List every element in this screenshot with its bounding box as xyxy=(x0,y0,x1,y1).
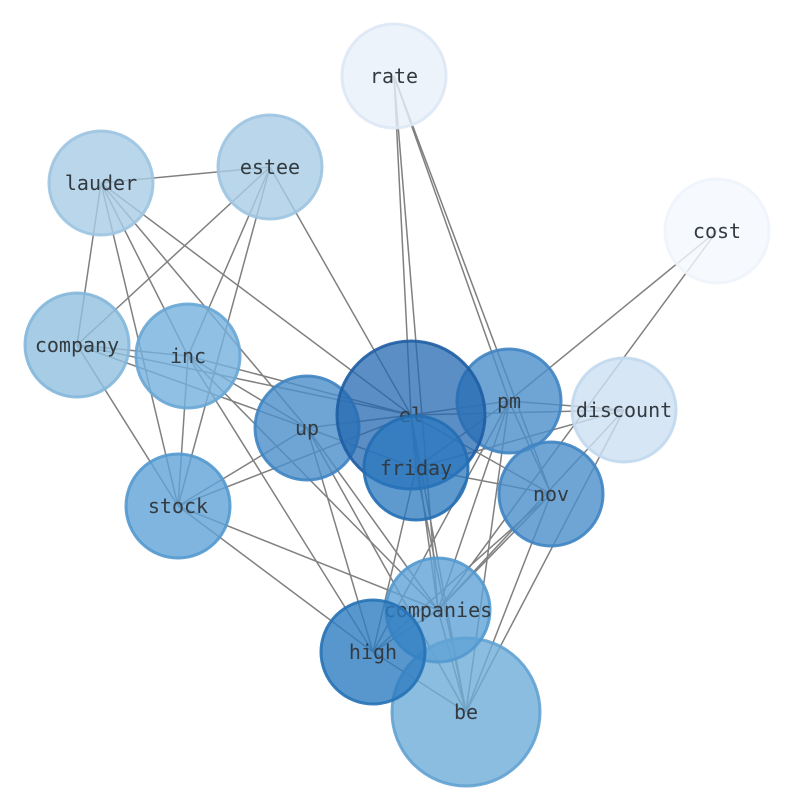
node-estee[interactable]: estee xyxy=(216,113,324,221)
node-lauder[interactable]: lauder xyxy=(47,129,155,237)
node-high[interactable]: high xyxy=(319,598,427,706)
node-circle-lauder xyxy=(47,129,155,237)
node-circle-friday xyxy=(362,414,470,522)
node-circle-nov xyxy=(497,440,605,548)
node-label-stock: stock xyxy=(148,494,208,518)
node-label-discount: discount xyxy=(576,398,672,422)
node-label-cost: cost xyxy=(693,219,741,243)
node-label-high: high xyxy=(349,640,397,664)
node-circle-discount xyxy=(570,356,678,464)
node-cost[interactable]: cost xyxy=(663,177,771,285)
node-friday[interactable]: friday xyxy=(362,414,470,522)
node-circle-rate xyxy=(340,22,448,130)
node-label-company: company xyxy=(35,333,119,357)
node-company[interactable]: company xyxy=(23,291,131,399)
node-circle-stock xyxy=(124,452,232,560)
node-label-inc: inc xyxy=(170,344,206,368)
node-label-rate: rate xyxy=(370,64,418,88)
edge-inc-companies xyxy=(187,355,439,611)
node-nov[interactable]: nov xyxy=(497,440,605,548)
node-circle-estee xyxy=(216,113,324,221)
node-circle-company xyxy=(23,291,131,399)
node-layer: rate estee lauder cost company inc discount sto… xyxy=(23,22,771,788)
node-label-pm: pm xyxy=(497,389,521,413)
node-label-friday: friday xyxy=(380,456,452,480)
node-label-estee: estee xyxy=(240,155,300,179)
node-circle-cost xyxy=(663,177,771,285)
edge-rate-pm xyxy=(393,75,510,402)
node-circle-inc xyxy=(134,302,242,410)
node-stock[interactable]: stock xyxy=(124,452,232,560)
node-discount[interactable]: discount xyxy=(570,356,678,464)
node-label-nov: nov xyxy=(533,482,569,506)
node-label-be: be xyxy=(454,700,478,724)
node-rate[interactable]: rate xyxy=(340,22,448,130)
node-label-up: up xyxy=(295,416,319,440)
node-inc[interactable]: inc xyxy=(134,302,242,410)
node-label-lauder: lauder xyxy=(65,171,137,195)
node-circle-high xyxy=(319,598,427,706)
edge-inc-high xyxy=(187,355,374,653)
